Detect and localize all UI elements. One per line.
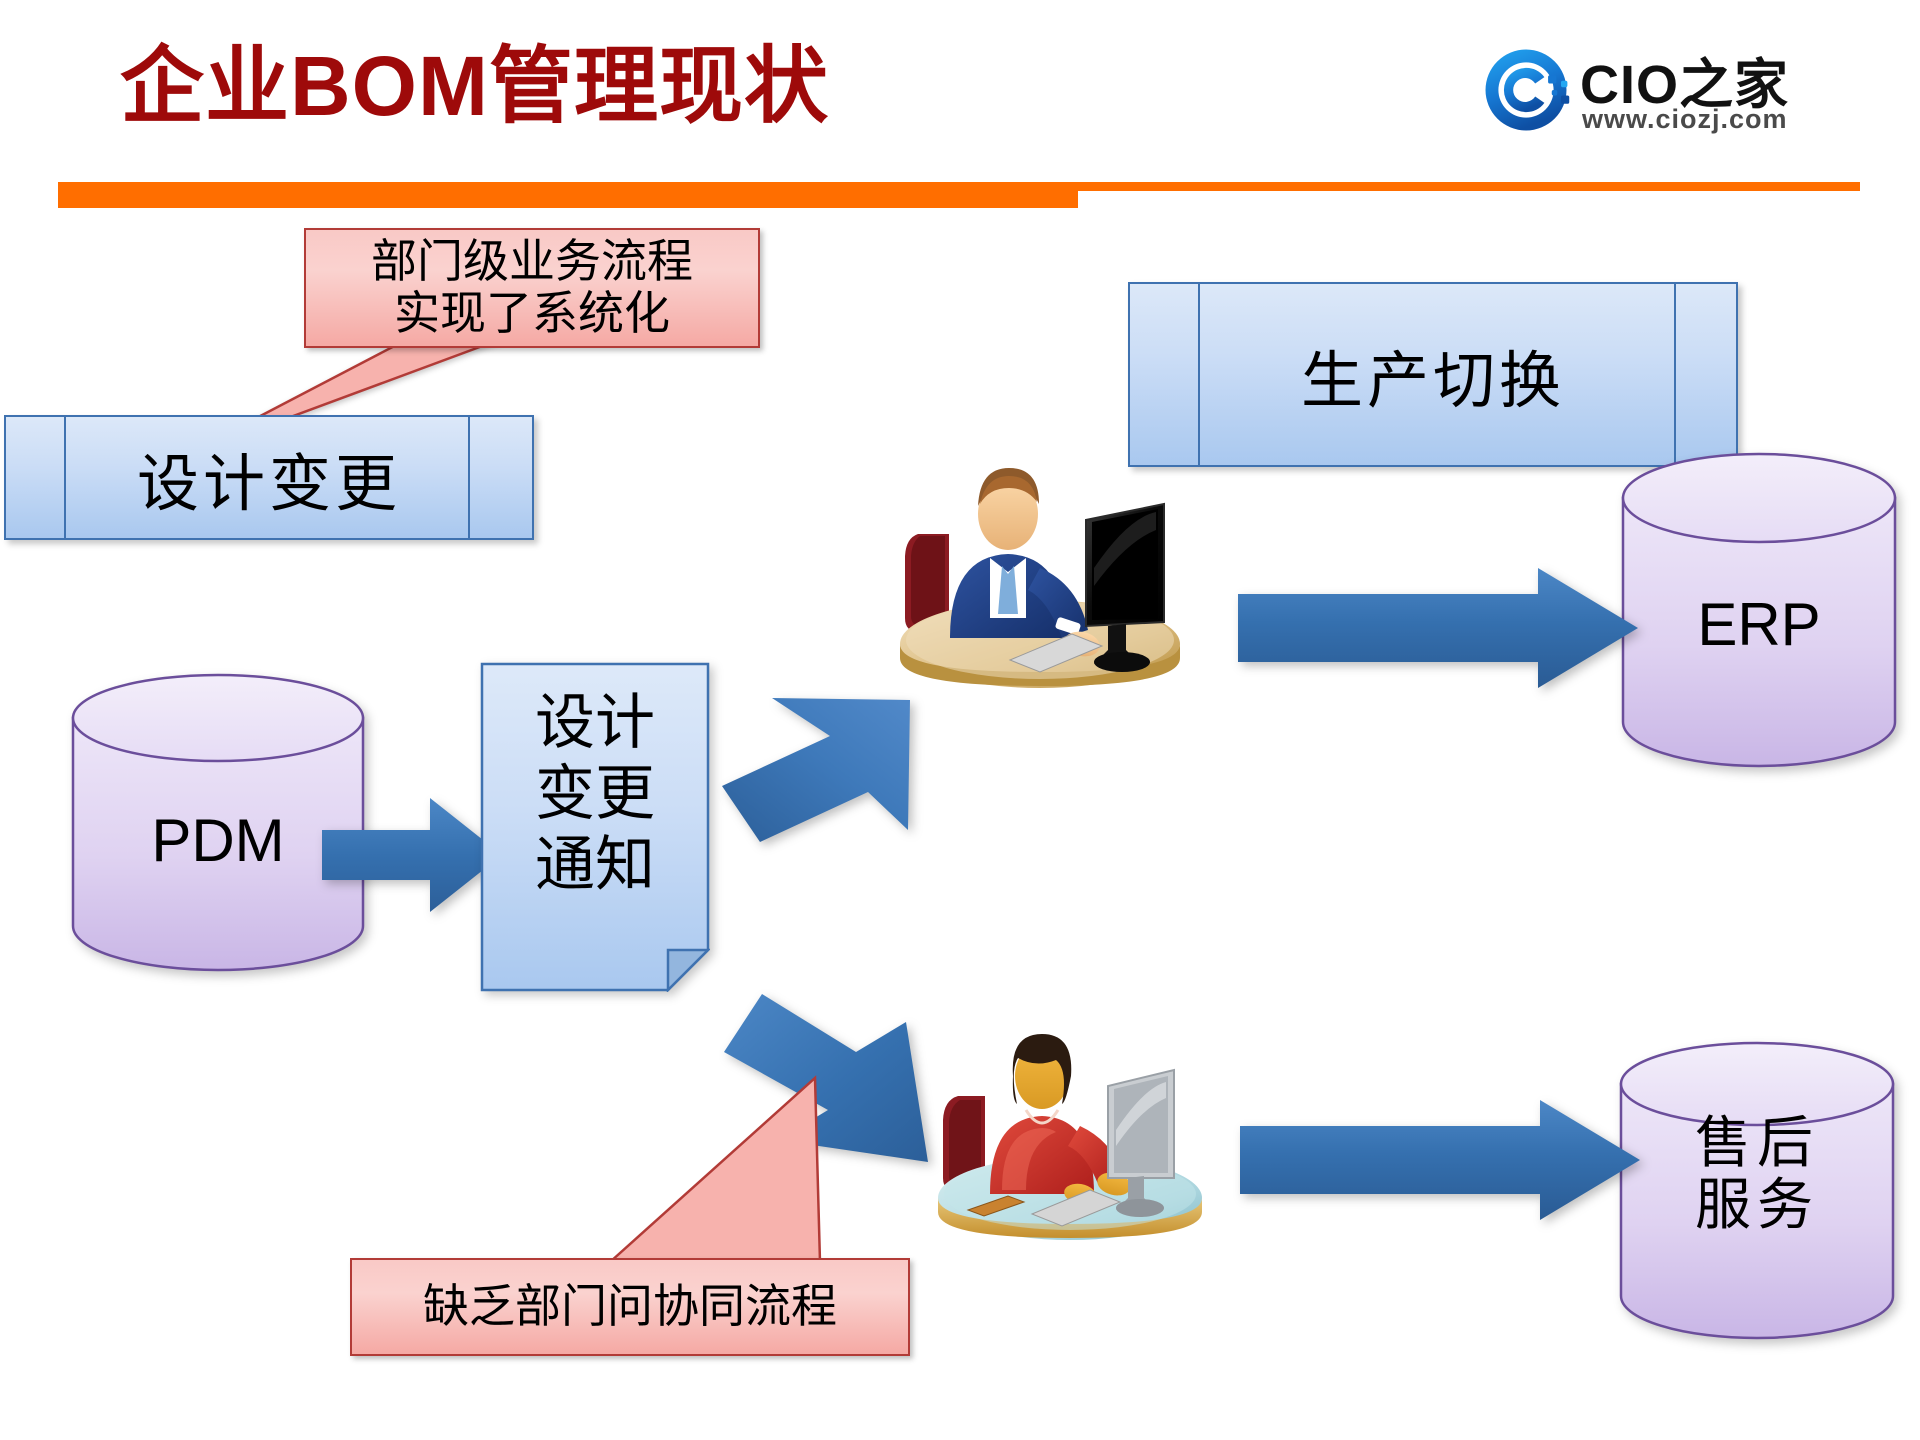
document-design-change-notice[interactable]: 设计 变更 通知 — [480, 662, 712, 994]
callout-bottom: 缺乏部门问协同流程 — [350, 1258, 910, 1356]
callout-top-line1: 部门级业务流程 — [371, 236, 693, 288]
arrow-pdm-to-notice — [322, 798, 502, 912]
cylinder-shape — [71, 673, 365, 972]
box-production-switch[interactable]: 生产切换 — [1128, 282, 1738, 467]
businesswoman-at-computer-icon — [938, 1034, 1202, 1240]
callout-bottom-line1: 缺乏部门问协同流程 — [423, 1281, 837, 1333]
callout-top: 部门级业务流程 实现了系统化 — [304, 228, 760, 348]
arrow-engineer-to-erp — [1238, 568, 1638, 688]
cylinder-erp-label: ERP — [1697, 591, 1821, 658]
cylinder-shape — [1621, 452, 1897, 768]
proc-bar-right — [468, 417, 470, 538]
businessman-at-computer-icon — [900, 468, 1180, 688]
logo-name: CIO之家 — [1580, 55, 1790, 115]
box-design-change[interactable]: 设计变更 — [4, 415, 534, 540]
cylinder-pdm-label: PDM — [151, 807, 285, 874]
cio-circle-logo-icon — [1485, 49, 1570, 131]
cylinder-after-sales-label: 售后 服务 — [1695, 1113, 1819, 1237]
document-shape — [480, 662, 712, 994]
document-notice-label: 设计 变更 通知 — [535, 690, 655, 898]
page-title: 企业BOM管理现状 — [120, 42, 829, 132]
page-title-prefix: 企业 — [120, 41, 291, 134]
box-production-switch-label: 生产切换 — [1300, 347, 1565, 416]
arrow-service-rep-to-after-sales — [1240, 1100, 1640, 1220]
logo-url: www.ciozj.com — [1582, 104, 1788, 134]
title-underline-thick — [58, 182, 1078, 208]
cylinder-erp[interactable]: ERP — [1620, 450, 1898, 770]
callout-bottom-tail — [610, 1075, 822, 1264]
callout-top-line2: 实现了系统化 — [394, 288, 670, 339]
page-title-latin: BOM — [290, 39, 489, 133]
arrow-notice-to-engineer — [722, 698, 910, 842]
proc-bar-left — [1198, 284, 1200, 465]
cylinder-after-sales[interactable]: 售后 服务 — [1618, 1040, 1896, 1340]
cylinder-pdm[interactable]: PDM — [70, 672, 366, 972]
cylinder-shape — [1619, 1041, 1895, 1340]
brand-logo: CIO之家 www.ciozj.com — [1480, 38, 1880, 140]
page-title-suffix: 管理现状 — [489, 41, 830, 134]
proc-bar-left — [64, 417, 66, 538]
arrow-notice-to-service-rep — [724, 994, 928, 1162]
proc-bar-right — [1674, 284, 1676, 465]
box-design-change-label: 设计变更 — [136, 450, 401, 519]
